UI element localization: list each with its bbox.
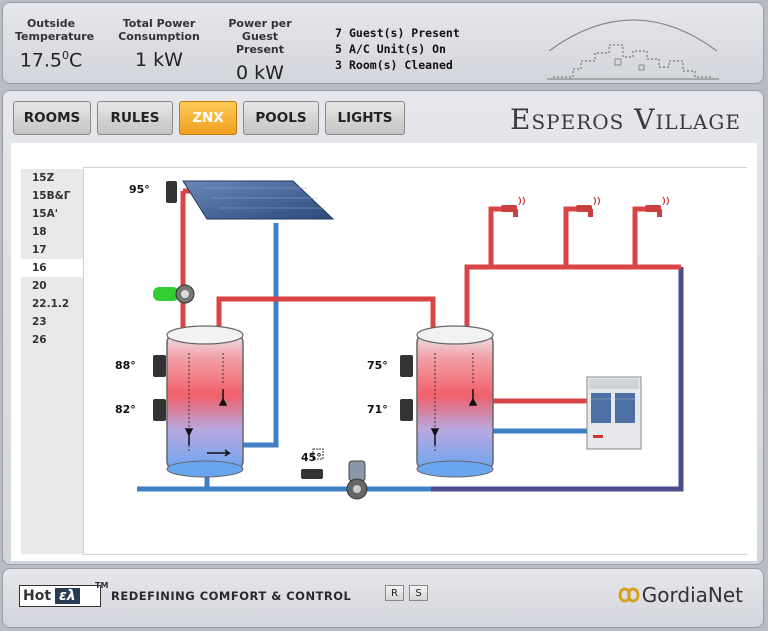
divider — [83, 167, 747, 168]
total-power-label: Total Power Consumption — [118, 17, 200, 43]
recirculation-pipe — [431, 267, 684, 492]
room-item-selected[interactable]: 16 — [21, 259, 83, 277]
tagline: REDEFINING COMFORT & CONTROL — [111, 589, 352, 603]
circulation-pump[interactable] — [346, 460, 368, 500]
room-item[interactable]: 17 — [32, 244, 47, 256]
hot-distribution-pipe — [464, 264, 681, 339]
tap-riser-2 — [563, 206, 580, 267]
room-item[interactable]: 15A' — [32, 208, 58, 220]
power-per-guest: Power per Guest Present 0 kW — [217, 17, 303, 84]
outside-temperature-value: 17.50C — [19, 49, 83, 72]
tap-icon — [576, 196, 601, 217]
r-button[interactable]: R — [385, 585, 404, 601]
tap-icon — [501, 196, 526, 217]
return-pipes — [431, 267, 684, 492]
sensor-tank1-top — [153, 355, 166, 377]
solar-collector — [182, 180, 335, 220]
content-area: 15Z 15B&Γ 15A' 18 17 16 20 22.1.2 23 26 — [11, 143, 757, 561]
sensor-tank2-bottom — [400, 399, 413, 421]
solar-pump[interactable] — [153, 284, 195, 304]
brand-title: Esperos Village — [510, 103, 741, 136]
temp-tank2-top: 75° — [367, 359, 388, 372]
main-panel: ROOMS RULES ZNX POOLS LIGHTS Esperos Vil… — [2, 90, 764, 565]
sensor-tank2-top — [400, 355, 413, 377]
temp-return: 45° — [301, 451, 322, 464]
village-skyline-logo — [547, 19, 719, 80]
tap-icon — [645, 196, 670, 217]
total-power: Total Power Consumption 1 kW — [113, 17, 205, 71]
tab-rooms[interactable]: ROOMS — [13, 101, 91, 135]
status-panel: Outside Temperature 17.50C Total Power C… — [2, 2, 764, 84]
room-item[interactable]: 18 — [32, 226, 47, 238]
room-item[interactable]: 15B&Γ — [32, 190, 71, 202]
trademark-mark: TM — [95, 581, 109, 590]
outside-temperature: Outside Temperature 17.50C — [15, 17, 95, 72]
temp-tank2-bottom: 71° — [367, 403, 388, 416]
storage-tank-2 — [416, 325, 494, 478]
tap-riser-1 — [488, 206, 505, 267]
temp-solar: 95° — [129, 183, 150, 196]
total-power-value: 1 kW — [135, 49, 183, 71]
tab-rules[interactable]: RULES — [97, 101, 173, 135]
room-item[interactable]: 23 — [32, 316, 47, 328]
temp-tank1-top: 88° — [115, 359, 136, 372]
outdoor-ac-unit — [586, 376, 642, 450]
sensor-tank1-bottom — [153, 399, 166, 421]
sensor-solar — [166, 181, 177, 203]
temp-tank1-bottom: 82° — [115, 403, 136, 416]
tab-pools[interactable]: POOLS — [243, 101, 319, 135]
sensor-return-marker — [312, 448, 324, 460]
room-item[interactable]: 22.1.2 — [32, 298, 70, 310]
s-button[interactable]: S — [409, 585, 428, 601]
tap-riser-3 — [632, 206, 649, 267]
divider — [83, 554, 747, 555]
outside-temperature-label: Outside Temperature — [15, 17, 95, 43]
solar-return-pipe — [243, 223, 279, 448]
power-per-guest-value: 0 kW — [236, 62, 284, 84]
gordianet-knot-icon — [618, 587, 640, 603]
hydraulic-diagram: 95° 88° 82° 75° 71° 45° — [115, 180, 684, 500]
room-list: 15Z 15B&Γ 15A' 18 17 16 20 22.1.2 23 26 — [21, 169, 84, 554]
tab-lights[interactable]: LIGHTS — [325, 101, 405, 135]
company-logo: GordiaNet — [616, 583, 743, 607]
sensor-return — [301, 469, 323, 479]
room-item[interactable]: 20 — [32, 280, 47, 292]
tab-znx[interactable]: ZNX — [179, 101, 237, 135]
storage-tank-1 — [166, 325, 244, 478]
tank-link-pipe — [216, 296, 436, 339]
power-per-guest-label: Power per Guest Present — [228, 17, 292, 56]
room-item[interactable]: 26 — [32, 334, 47, 346]
room-item[interactable]: 15Z — [32, 172, 55, 184]
